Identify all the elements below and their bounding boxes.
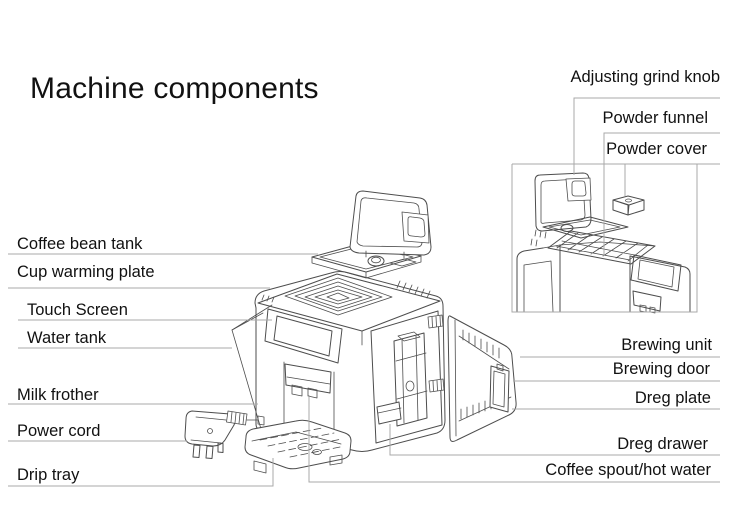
main-machine-drawing (184, 190, 517, 474)
leader-dreg-drawer (389, 424, 720, 456)
brewing-door-drawing (447, 315, 517, 442)
leader-adjusting-grind-knob (573, 97, 720, 175)
leader-powder-cover (512, 163, 720, 196)
cup-warming-plate-drawing (284, 277, 393, 316)
leader-powder-funnel (603, 132, 720, 256)
leader-coffee-spout (308, 395, 720, 483)
label-powder-cover: Powder cover (606, 140, 707, 158)
leader-lines (8, 97, 720, 487)
inset-top-grid-drawing (530, 229, 656, 265)
label-brewing-door: Brewing door (612, 360, 710, 378)
touch-screen-drawing (264, 308, 343, 364)
inset-machine-drawing (516, 172, 691, 314)
label-coffee-bean-tank: Coffee bean tank (17, 235, 143, 253)
powder-cover-drawing (612, 195, 645, 216)
top-vents-drawing (261, 280, 431, 303)
inset-screen-drawing (630, 254, 682, 292)
page-title: Machine components (30, 72, 319, 105)
brewing-unit-drawing (370, 310, 445, 444)
label-brewing-unit: Brewing unit (621, 336, 712, 354)
label-powder-funnel: Powder funnel (602, 109, 709, 127)
label-adjusting-grind-knob: Adjusting grind knob (570, 68, 720, 86)
coffee-spout-drawing (284, 363, 332, 399)
label-milk-frother: Milk frother (17, 386, 99, 404)
label-touch-screen: Touch Screen (27, 301, 128, 319)
inset-frame (511, 164, 698, 313)
label-power-cord: Power cord (17, 422, 101, 440)
machine-body-drawing (254, 271, 446, 452)
inset-lid-drawing (534, 172, 592, 232)
label-coffee-spout-hot-water: Coffee spout/hot water (545, 461, 711, 479)
label-dreg-drawer: Dreg drawer (617, 435, 708, 453)
label-drip-tray: Drip tray (17, 466, 80, 484)
label-cup-warming-plate: Cup warming plate (17, 263, 155, 281)
label-water-tank: Water tank (27, 329, 107, 347)
label-dreg-plate: Dreg plate (634, 389, 711, 407)
bean-tank-lid-drawing (349, 190, 432, 259)
leader-drip-tray (8, 458, 274, 487)
inset-body-drawing (516, 241, 691, 313)
inset-spout-drawing (632, 290, 662, 314)
inset-bean-tank-drawing (542, 216, 629, 239)
drip-tray-drawing (244, 419, 352, 474)
dreg-plate-drawing (489, 363, 510, 413)
power-cord-drawing (184, 410, 265, 459)
